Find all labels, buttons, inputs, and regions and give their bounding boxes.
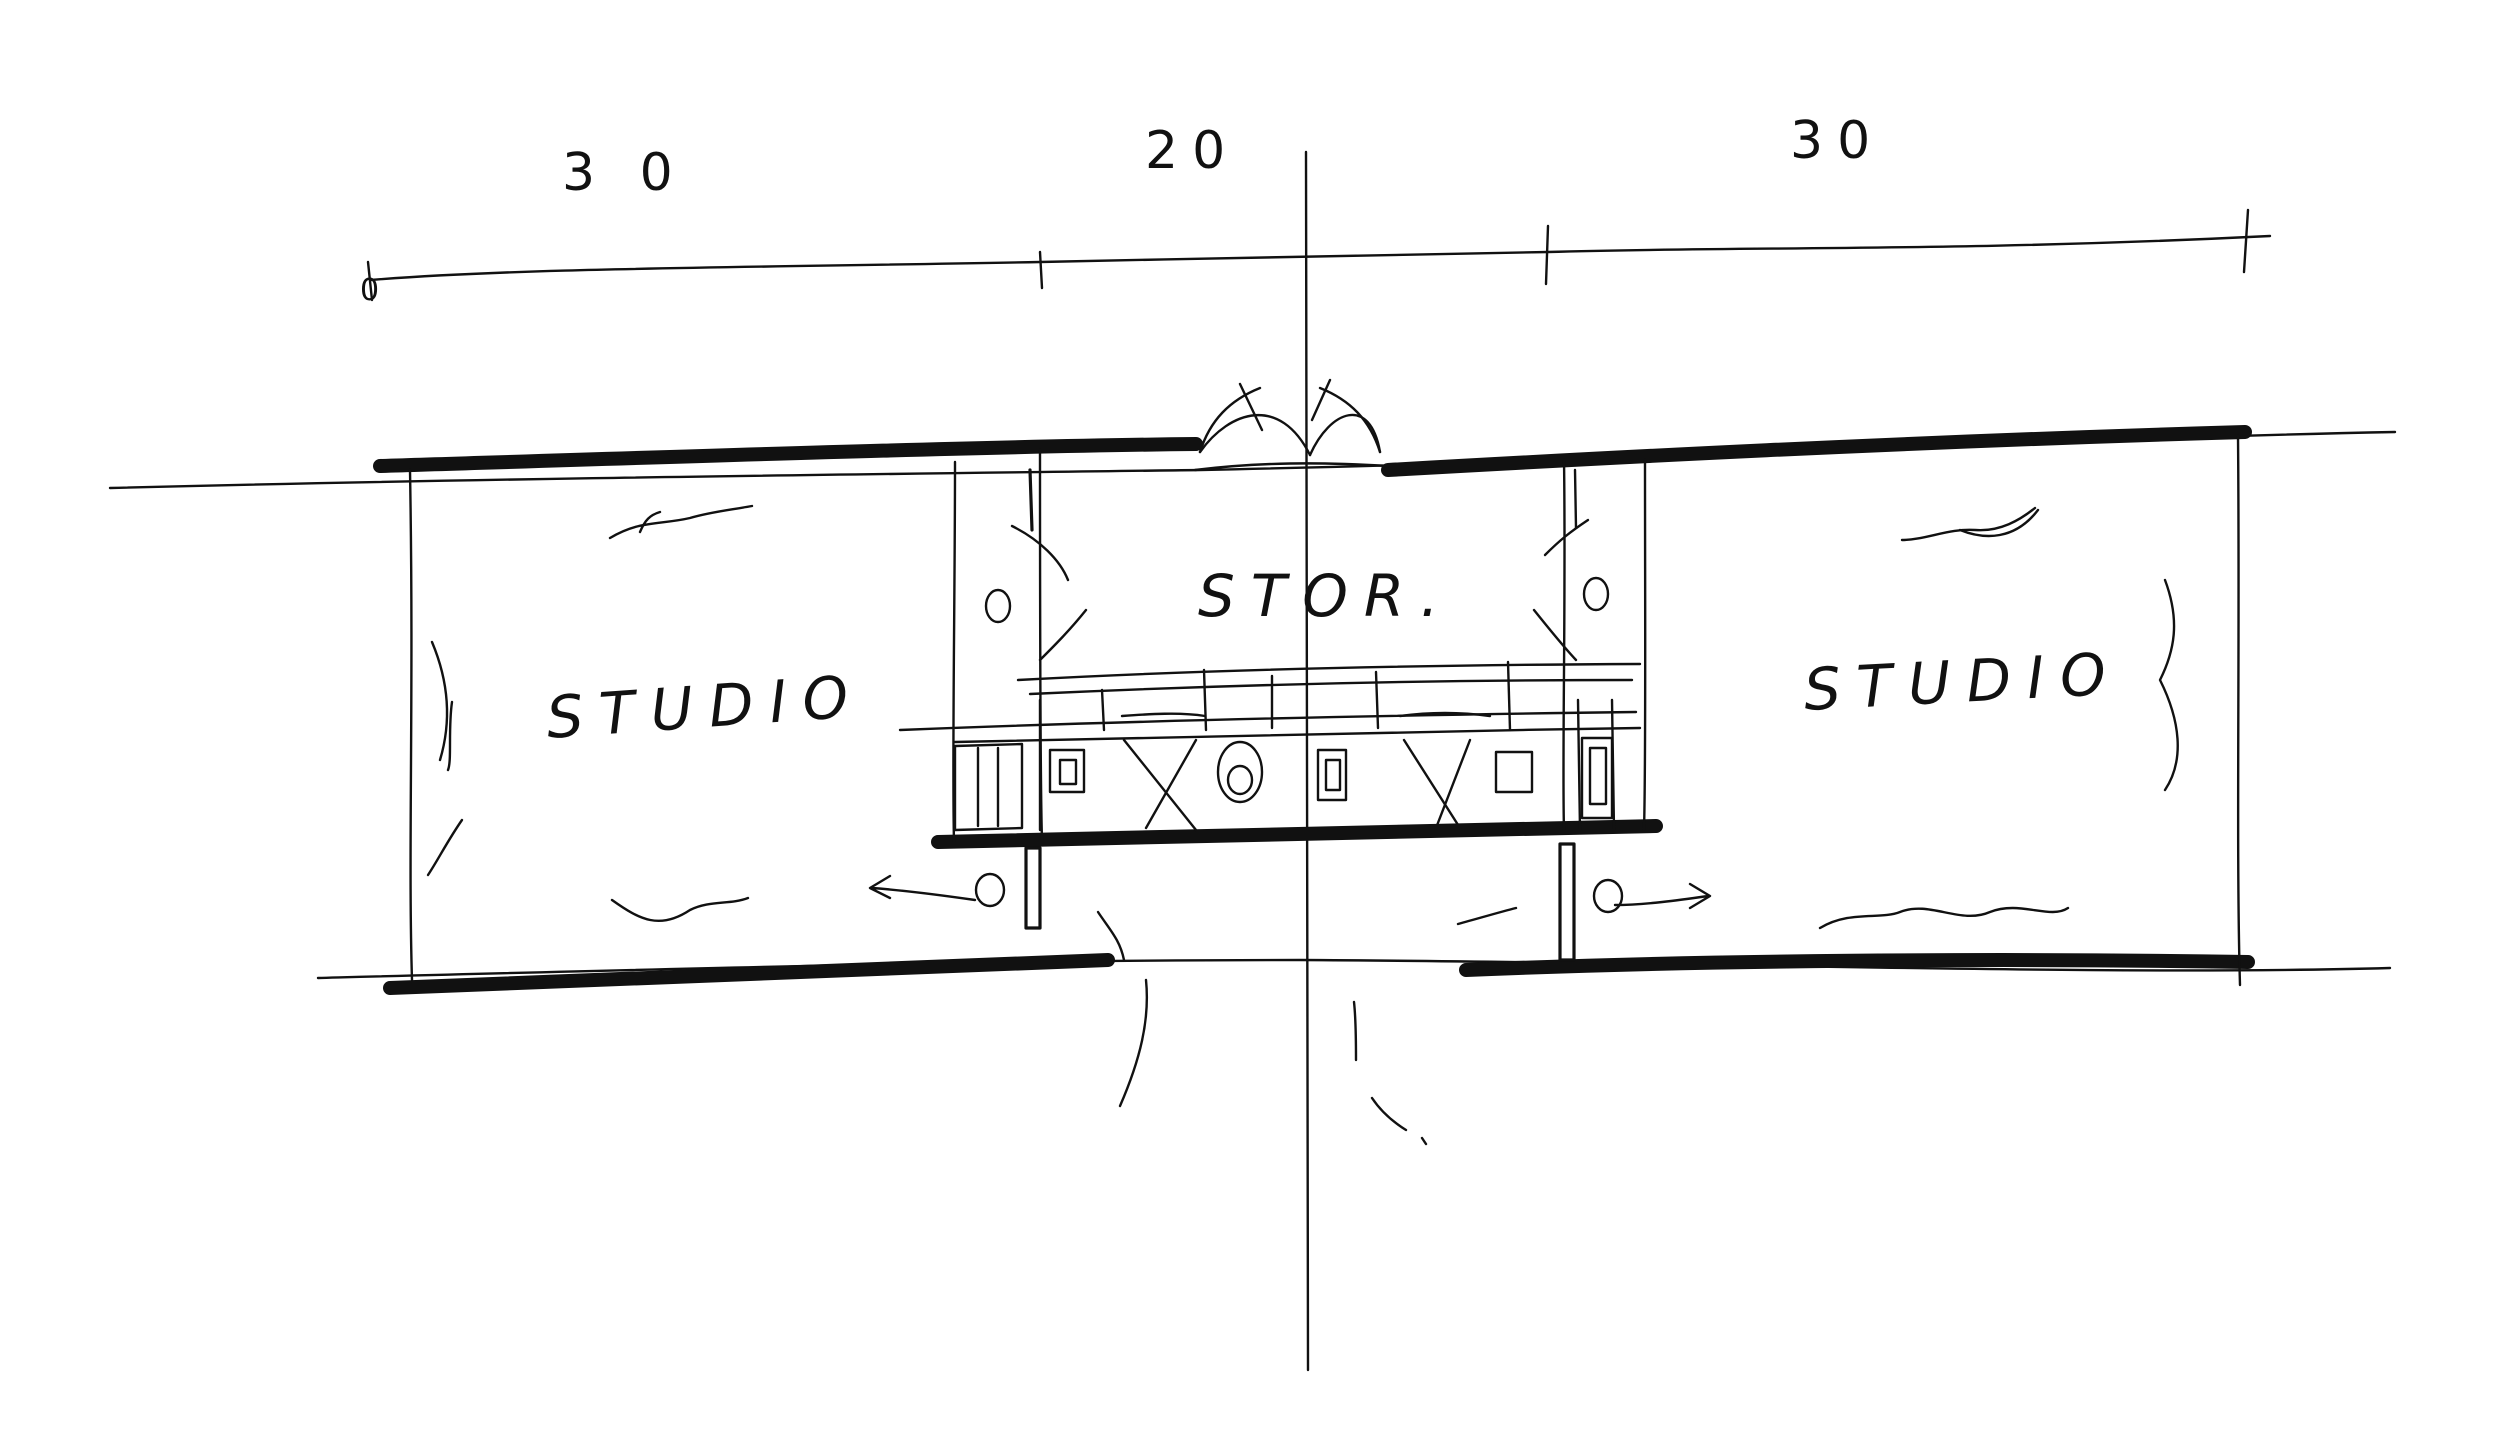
room-label-studio-left: STUDIO	[544, 662, 866, 752]
room-label-stor: STOR.	[1198, 562, 1455, 630]
walls	[373, 425, 2255, 995]
arrow-left-icon	[868, 874, 977, 902]
room-label-studio-right: STUDIO	[1802, 639, 2123, 724]
cabinetry-strip	[898, 660, 1642, 832]
approach-lines	[1096, 906, 1518, 1146]
wall-bottom-left	[383, 953, 1115, 995]
wall-top-left	[373, 437, 1203, 473]
dimension-label-right: 30	[1790, 111, 1884, 171]
wall-core-front	[931, 819, 1663, 849]
dimension-tick-2	[1544, 224, 1550, 286]
entry-doors	[1193, 378, 1390, 472]
dimension-tick-3	[2242, 208, 2250, 274]
dimension-origin: 0	[360, 273, 379, 308]
center-axis-line	[1304, 150, 1310, 1372]
studio-squiggles	[426, 504, 2179, 930]
dimension-label-center: 20	[1145, 121, 1239, 181]
dimension-tick-0	[366, 260, 374, 302]
dimension-tick-1	[1038, 250, 1044, 290]
dimension-label-left: 3 0	[562, 143, 687, 203]
dimension-line	[366, 208, 2272, 302]
core-doors	[1010, 468, 1590, 662]
core-columns	[1024, 842, 1576, 962]
fixture-circles	[974, 576, 1624, 914]
circulation-arrows	[868, 874, 1712, 910]
arrow-right-icon	[1613, 882, 1712, 910]
wall-top-right	[1381, 425, 2252, 477]
wall-bottom-right	[1459, 953, 2255, 977]
